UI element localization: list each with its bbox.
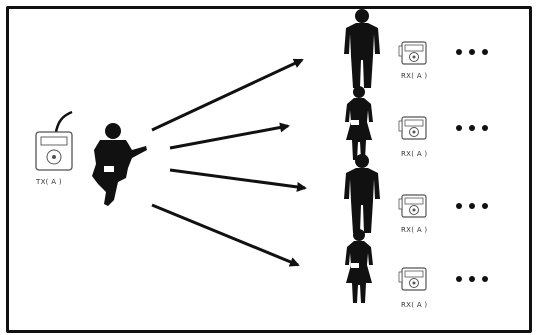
- receiver-row-4: [345, 229, 488, 303]
- radio-receiver-icon: [398, 194, 427, 218]
- receiver-label-3: RX( A ): [401, 226, 427, 234]
- more-dots-icon: [456, 125, 488, 131]
- radio-transmitter-icon: [35, 110, 73, 171]
- diagram-frame: [6, 6, 532, 333]
- radio-receiver-icon: [398, 41, 427, 65]
- more-dots-icon: [456, 49, 488, 55]
- man-listener-icon: [344, 154, 380, 233]
- receiver-label-1: RX( A ): [401, 72, 427, 80]
- person-speaking-icon: [92, 123, 147, 206]
- woman-listener-icon: [345, 229, 373, 303]
- receiver-label-2: RX( A ): [401, 150, 427, 158]
- arrow-3: [169, 168, 307, 192]
- arrow-2: [169, 122, 290, 150]
- radio-receiver-icon: [398, 116, 427, 140]
- receiver-row-3: [344, 154, 488, 233]
- more-dots-icon: [456, 276, 488, 282]
- receiver-label-4: RX( A ): [401, 301, 427, 309]
- woman-listener-icon: [345, 86, 373, 160]
- radio-receiver-icon: [398, 267, 427, 291]
- arrow-4: [151, 203, 300, 267]
- transmitter-label: TX( A ): [35, 178, 62, 186]
- arrow-1: [151, 58, 304, 132]
- receiver-row-2: [345, 86, 488, 160]
- broadcast-arrows: [151, 58, 307, 267]
- more-dots-icon: [456, 203, 488, 209]
- man-listener-icon: [344, 9, 380, 88]
